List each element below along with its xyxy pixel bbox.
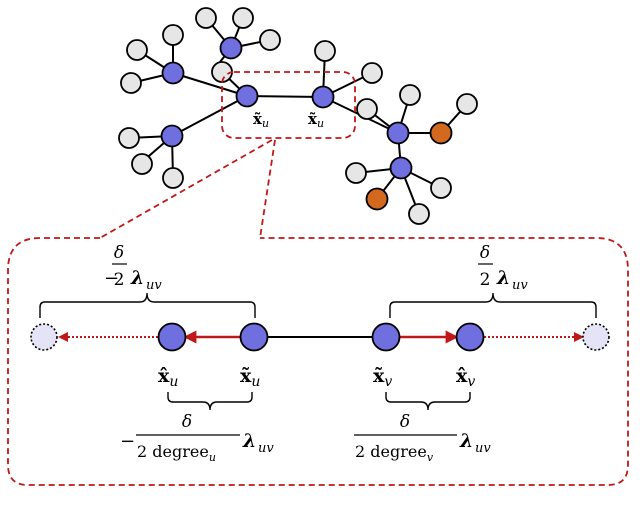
brace-top-right [389,292,597,318]
graph-node-gray [345,162,367,184]
svg-text:δ: δ [182,412,192,432]
graph-node-orange [365,187,389,211]
graph-node-gray [211,61,233,83]
graph-node-gray [131,153,153,175]
label-xv-tilde: x̃v [373,365,392,390]
graph-node-gray [456,93,478,115]
graph-node-blue-u [235,84,259,108]
graph-node-blue [161,61,185,85]
node-xv-hat [455,322,485,352]
graph-node-gray [361,62,383,84]
graph-node-gray [126,39,148,61]
svg-text:2 degreeu: 2 degreeu [137,442,216,464]
top-label-xv: x̃u [308,110,324,130]
formula-bottom-left: − δ 2 degreeu λ uv [120,412,274,464]
highlight-box [221,71,356,139]
svg-text:−: − [120,431,135,452]
label-xu-hat: x̂u [158,365,178,390]
graph-node-gray [162,167,184,189]
graph-node-gray [356,98,378,120]
svg-text:λ: λ [130,267,144,289]
svg-text:uv: uv [475,441,491,456]
graph-node-gray [259,29,281,51]
brace-bottom-left [167,392,253,411]
graph-node-gray [162,24,184,46]
zoom-panel-border [7,237,629,486]
brace-bottom-right [385,392,471,411]
svg-text:δ: δ [400,412,410,432]
graph-node-gray [399,84,421,106]
svg-text:uv: uv [512,278,528,293]
graph-node-gray [314,40,336,62]
graph-node-gray [430,177,452,199]
graph-node-gray [195,7,217,29]
node-xv-tilde [371,322,401,352]
svg-text:λ: λ [496,267,510,289]
graph-node-gray [232,7,254,29]
graph-node-blue [389,156,413,180]
formula-top-right: δ 2 λ uv [478,243,528,293]
label-xu-tilde: x̃u [240,365,260,390]
svg-text:−: − [104,268,119,289]
graph-node-blue [160,124,184,148]
graph-node-blue-v [311,85,335,109]
svg-text:2: 2 [114,270,125,290]
label-xv-hat: x̂v [456,365,475,390]
graph-node-gray [118,127,140,149]
graph-node-orange [429,121,453,145]
top-graph-nodes [118,7,478,225]
graph-node-blue [219,36,243,60]
graph-node-gray [408,203,430,225]
svg-text:λ: λ [242,430,256,452]
svg-text:2: 2 [480,270,491,290]
formula-bottom-right: δ 2 degreev λ uv [354,412,491,464]
ghost-node-v [582,323,610,351]
svg-text:uv: uv [258,441,274,456]
svg-text:2 degreev: 2 degreev [355,442,434,464]
zoom-connector-right [259,139,276,239]
ghost-node-u [30,323,58,351]
node-xu-hat [157,322,187,352]
node-xu-tilde [239,322,269,352]
svg-text:δ: δ [114,243,124,263]
graph-node-blue [386,121,410,145]
svg-text:uv: uv [146,278,162,293]
svg-text:δ: δ [480,243,490,263]
zoom-connector-left [99,139,273,239]
graph-node-gray [120,72,142,94]
formula-top-left: − δ 2 λ uv [104,243,162,293]
brace-top-left [39,292,256,318]
top-label-xu: x̃u [253,110,269,130]
svg-text:λ: λ [459,430,473,452]
